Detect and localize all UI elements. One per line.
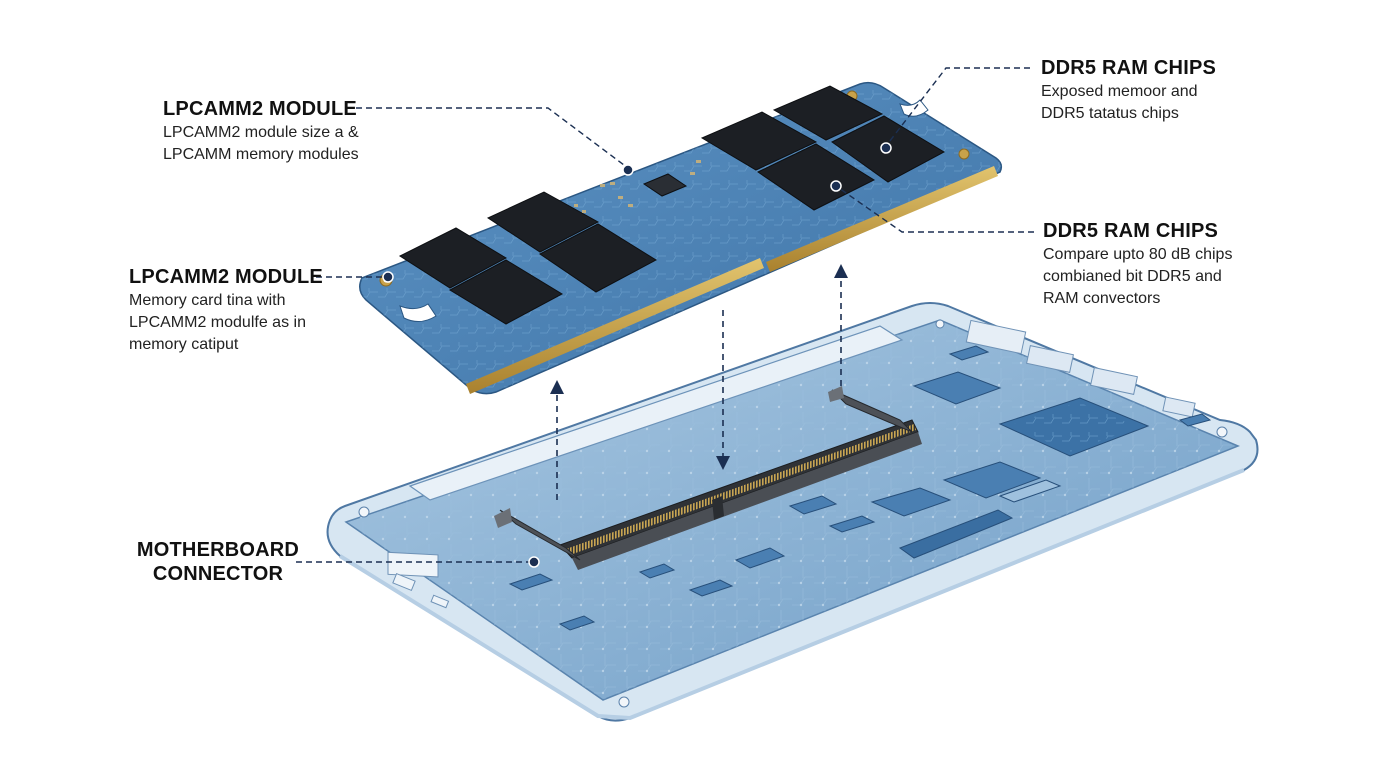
callout-line: LPCAMM2 modulfe as in: [129, 312, 323, 333]
callout-line: DDR5 tatatus chips: [1041, 103, 1216, 124]
callout-line: Memory card tina with: [129, 290, 323, 311]
callout-title: DDR5 RAM CHIPS: [1041, 56, 1216, 80]
callout-line: RAM convectors: [1043, 288, 1232, 309]
callout-line: LPCAMM2 module size a &: [163, 122, 359, 143]
callout-line: Compare upto 80 dB chips: [1043, 244, 1232, 265]
label-ddr5-ram-chips-mid: DDR5 RAM CHIPS Compare upto 80 dB chips …: [1043, 219, 1232, 309]
callout-line: memory catiput: [129, 334, 323, 355]
callout-line: Exposed memoor and: [1041, 81, 1216, 102]
callout-line: LPCAMM memory modules: [163, 144, 359, 165]
callout-line: combianed bit DDR5 and: [1043, 266, 1232, 287]
label-ddr5-ram-chips-top: DDR5 RAM CHIPS Exposed memoor and DDR5 t…: [1041, 56, 1216, 124]
callout-title: LPCAMM2 MODULE: [163, 97, 359, 121]
label-motherboard-connector: MOTHERBOARD CONNECTOR: [128, 538, 308, 586]
callout-title: MOTHERBOARD: [128, 538, 308, 562]
callout-title: DDR5 RAM CHIPS: [1043, 219, 1232, 243]
callout-title: LPCAMM2 MODULE: [129, 265, 323, 289]
label-lpcamm2-module-top: LPCAMM2 MODULE LPCAMM2 module size a & L…: [163, 97, 359, 165]
callout-title: CONNECTOR: [128, 562, 308, 586]
label-lpcamm2-module-left: LPCAMM2 MODULE Memory card tina with LPC…: [129, 265, 323, 355]
